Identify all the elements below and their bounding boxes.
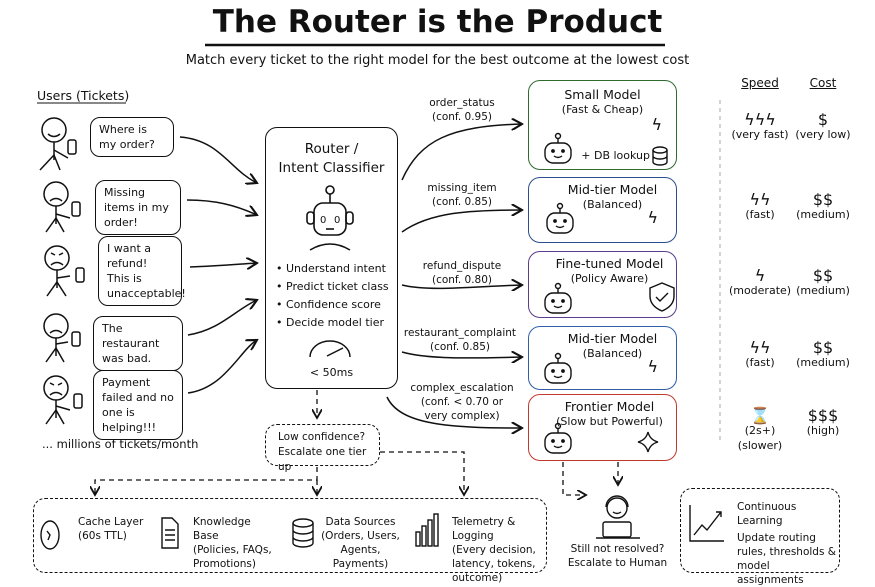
cost-cell: $$(medium): [796, 338, 850, 370]
model-robot-icons: [544, 132, 574, 454]
svg-text:0: 0: [320, 215, 326, 226]
speed-cell: ϟϟϟ(very fast): [731, 110, 789, 142]
router-latency: < 50ms: [309, 366, 354, 379]
route-label: missing_item(conf. 0.85): [427, 182, 497, 208]
svg-text:0: 0: [334, 215, 340, 226]
route-label: order_status(conf. 0.95): [429, 97, 495, 123]
low-confidence-box: Low confidence?Escalate one tier up: [265, 424, 380, 473]
subtitle: Match every ticket to the right model fo…: [185, 53, 690, 68]
ticket-arrows: [179, 136, 257, 394]
user-figure-sad: [43, 181, 81, 233]
cost-cell: $$$(high): [806, 406, 840, 438]
infra-knowledge-base: Knowledge Base(Policies, FAQs, Promotion…: [193, 516, 272, 570]
document-icon: [161, 517, 179, 549]
continuous-learning-box: [680, 488, 840, 573]
ticket-bubble: The restaurant was bad.: [93, 316, 183, 371]
speed-cell: ⌛(2s+)(slower): [737, 406, 783, 453]
route-label: restaurant_complaint(conf. 0.85): [403, 327, 517, 353]
bar-chart-icon: [415, 513, 439, 547]
cost-cell: $$(medium): [796, 190, 850, 222]
cost-header: Cost: [809, 76, 837, 90]
router-bullets: • Understand intent • Predict ticket cla…: [276, 260, 389, 332]
user-figure-happy: [39, 117, 77, 171]
ticket-bubble: I want a refund! This is unacceptable!: [98, 236, 186, 306]
cost-cell: $(very low): [795, 110, 851, 142]
bullet: • Understand intent: [276, 262, 386, 275]
human-agent-icon: [596, 495, 640, 539]
bullet: • Confidence score: [276, 298, 381, 311]
sparkle-icon: [637, 431, 659, 453]
page-title: The Router is the Product: [212, 4, 663, 40]
database-icon: [292, 518, 314, 548]
route-label: refund_dispute(conf. 0.80): [422, 260, 502, 286]
speed-cell: ϟϟ(fast): [745, 338, 775, 370]
speed-header: Speed: [741, 76, 779, 90]
cache-refresh-icon: [40, 520, 60, 550]
ticket-bubble: Where is my order?: [90, 117, 174, 157]
infrastructure-box: [33, 498, 547, 573]
database-icon: [652, 146, 668, 166]
shield-check-icon: [649, 282, 675, 312]
dashed-connectors: [95, 100, 721, 495]
user-figure-angry: [44, 245, 85, 297]
tickets-volume-note: ... millions of tickets/month: [42, 437, 199, 451]
route-arrows: [386, 124, 522, 428]
ticket-bubble: Missing items in my order!: [95, 180, 181, 235]
trend-chart-icon: [689, 505, 724, 542]
cost-cell: $$(medium): [796, 266, 850, 298]
stick-figures: [39, 117, 85, 425]
infra-cache: Cache Layer(60s TTL): [78, 516, 144, 542]
speedometer-icon: [309, 340, 351, 358]
infra-telemetry: Telemetry & Logging(Every decision, late…: [452, 516, 536, 584]
ticket-bubble: Payment failed and no one is helping!!!: [93, 370, 183, 440]
infra-data-sources: Data Sources(Orders, Users, Agents, Paym…: [321, 516, 400, 570]
bullet: • Decide model tier: [276, 316, 384, 329]
router-title: Router /Intent Classifier: [278, 141, 385, 176]
speed-cell: ϟ(moderate): [728, 266, 792, 298]
bullet: • Predict ticket class: [276, 280, 389, 293]
human-escalation-label: Still not resolved?Escalate to Human: [567, 543, 668, 569]
user-figure-sad: [43, 313, 81, 363]
users-heading: Users (Tickets): [37, 88, 130, 103]
user-figure-angry: [43, 375, 83, 425]
speed-cell: ϟϟ(fast): [745, 190, 775, 222]
